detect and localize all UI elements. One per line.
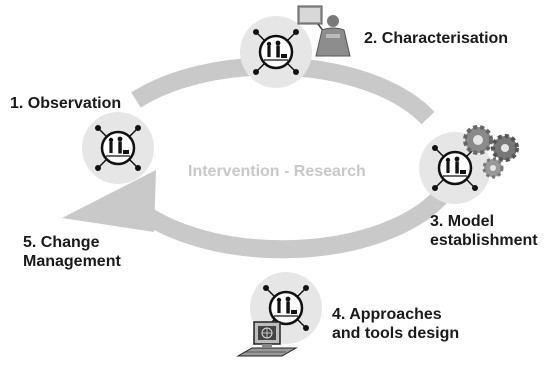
step-1-label: 1. Observation bbox=[10, 95, 122, 112]
computer-workstation-icon bbox=[236, 321, 298, 357]
step-5-label: 5. Change Management bbox=[23, 234, 121, 270]
step-4-label: 4. Approaches and tools design bbox=[332, 306, 460, 342]
node-observation bbox=[82, 112, 154, 184]
gears-icon bbox=[463, 125, 519, 179]
cycle-arrowhead bbox=[62, 170, 156, 232]
center-label: Intervention - Research bbox=[188, 163, 366, 180]
presenter-person-icon bbox=[297, 5, 351, 57]
step-3-label: 3. Model establishment bbox=[430, 213, 538, 249]
node-characterisation bbox=[240, 16, 312, 88]
step-2-label: 2. Characterisation bbox=[364, 30, 509, 47]
